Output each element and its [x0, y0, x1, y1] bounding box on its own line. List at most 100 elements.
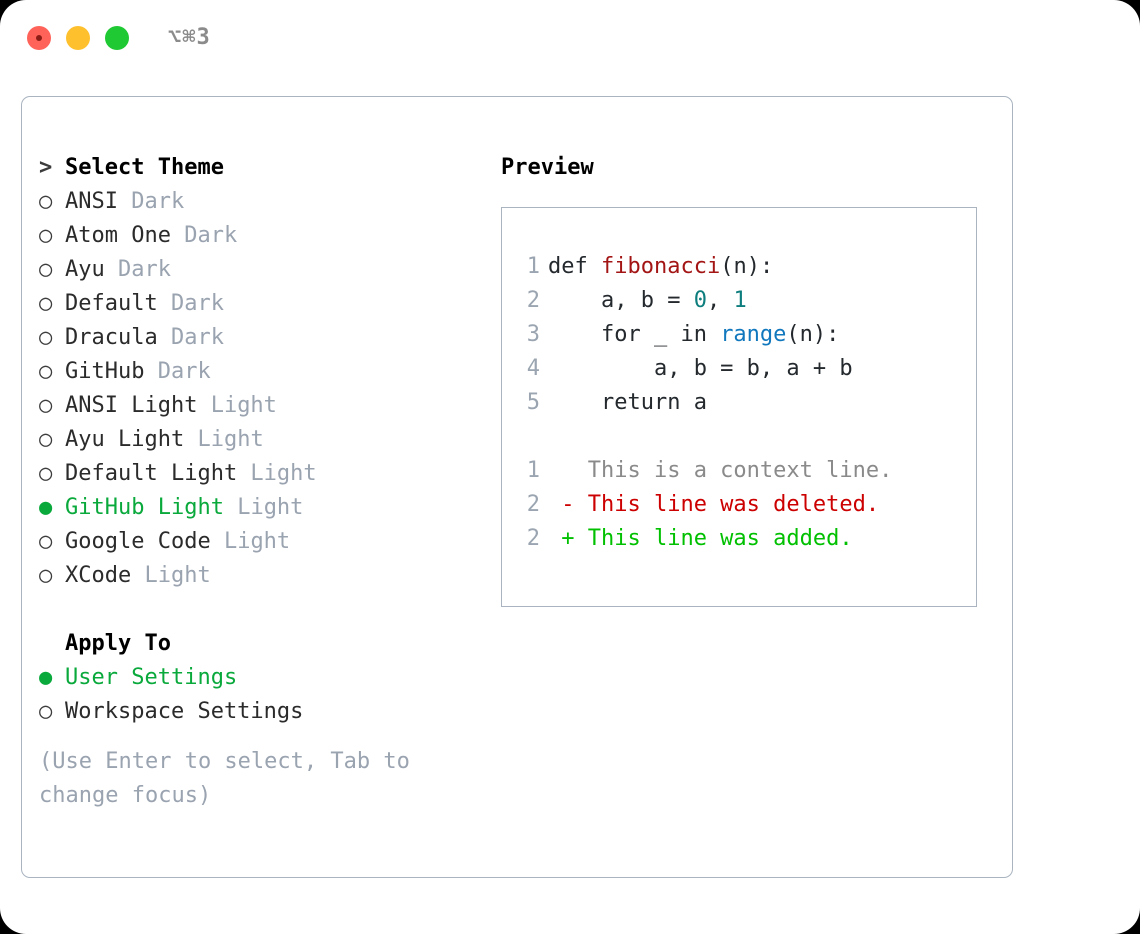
theme-list-item[interactable]: ○ Atom One Dark: [39, 219, 469, 253]
diff-text: + This line was added.: [548, 526, 853, 551]
code-line: 2 a, b = 0, 1: [516, 284, 976, 318]
theme-name-label: Default: [65, 291, 158, 316]
line-number: 3: [526, 322, 540, 347]
diff-line: 1 This is a context line.: [516, 454, 976, 488]
theme-name-label: Ayu Light: [65, 427, 185, 452]
line-number: 2: [526, 492, 540, 517]
diff-text: - This line was deleted.: [548, 492, 880, 517]
apply-to-header: Apply To: [39, 627, 469, 661]
theme-name-label: Google Code: [65, 529, 211, 554]
theme-picker-column: >Select Theme ○ANSI Dark○Atom One Dark○A…: [39, 151, 469, 813]
apply-to-label: Workspace Settings: [65, 699, 304, 724]
radio-unselected-icon: ○: [39, 699, 53, 724]
radio-unselected-icon: ○: [39, 461, 53, 486]
theme-list-item[interactable]: ○ Dracula Dark: [39, 321, 469, 355]
diff-line: 2 - This line was deleted.: [516, 488, 976, 522]
minimize-icon[interactable]: [66, 26, 90, 50]
close-icon-dot: [36, 35, 42, 41]
theme-list: ○ANSI Dark○Atom One Dark○Ayu Dark○Defaul…: [39, 185, 469, 593]
line-number: 4: [526, 356, 540, 381]
theme-category-label: Light: [184, 427, 264, 452]
radio-unselected-icon: ○: [39, 529, 53, 554]
code-line: 4 a, b = b, a + b: [516, 352, 976, 386]
code-token: 1: [733, 288, 747, 313]
theme-category-label: Light: [210, 529, 291, 554]
radio-unselected-icon: ○: [39, 393, 53, 418]
theme-category-label: Light: [237, 461, 317, 486]
theme-category-label: Dark: [170, 223, 238, 248]
theme-picker-header-label: Select Theme: [65, 155, 224, 180]
theme-category-label: Dark: [104, 257, 171, 282]
title-bar: ⌥⌘3: [0, 0, 1140, 76]
radio-unselected-icon: ○: [39, 427, 53, 452]
apply-to-header-label: Apply To: [65, 631, 171, 656]
keyboard-shortcut-label: ⌥⌘3: [168, 25, 211, 50]
code-line: 5 return a: [516, 386, 976, 420]
theme-category-label: Dark: [157, 291, 224, 316]
code-token: a, b =: [548, 288, 694, 313]
apply-to-item[interactable]: ○ Workspace Settings: [39, 695, 469, 729]
theme-picker-header: > Select Theme: [39, 151, 469, 185]
theme-list-item[interactable]: ○ Google Code Light: [39, 525, 469, 559]
radio-unselected-icon: ○: [39, 223, 53, 248]
code-token: def: [548, 254, 601, 279]
code-token: (n):: [786, 322, 840, 347]
line-number: 2: [526, 526, 540, 551]
theme-name-label: XCode: [65, 563, 132, 588]
theme-name-label: GitHub: [65, 359, 145, 384]
radio-unselected-icon: ○: [39, 189, 53, 214]
theme-name-label: Ayu: [65, 257, 105, 282]
theme-name-label: Dracula: [65, 325, 158, 350]
prompt-caret-icon: >: [39, 155, 53, 180]
theme-list-item[interactable]: ○ XCode Light: [39, 559, 469, 593]
code-token: ,: [706, 288, 734, 313]
theme-list-item[interactable]: ○ Default Dark: [39, 287, 469, 321]
section-spacer: [39, 593, 469, 627]
radio-unselected-icon: ○: [39, 563, 53, 588]
theme-list-item[interactable]: ○ANSI Dark: [39, 185, 469, 219]
line-number: 5: [526, 390, 540, 415]
code-token: for _ in: [548, 322, 721, 347]
code-token: range: [720, 322, 787, 347]
radio-unselected-icon: ○: [39, 325, 53, 350]
apply-to-item[interactable]: ●User Settings: [39, 661, 469, 695]
diff-line: 2 + This line was added.: [516, 522, 976, 556]
theme-name-label: ANSI Light: [65, 393, 198, 418]
preview-title: Preview: [501, 155, 594, 180]
radio-selected-icon: ●: [39, 495, 53, 520]
theme-name-label: Default Light: [65, 461, 238, 486]
theme-category-label: Dark: [117, 189, 185, 214]
theme-list-item[interactable]: ● GitHub Light Light: [39, 491, 469, 525]
theme-list-item[interactable]: ○Ayu Dark: [39, 253, 469, 287]
theme-list-item[interactable]: ○ANSI Light Light: [39, 389, 469, 423]
keyboard-hint-text: (Use Enter to select, Tab to change focu…: [39, 749, 410, 808]
apply-to-list: ●User Settings ○ Workspace Settings: [39, 661, 469, 729]
code-token: fibonacci: [600, 254, 721, 279]
theme-category-label: Light: [223, 495, 304, 520]
theme-list-item[interactable]: ○ Default Light Light: [39, 457, 469, 491]
radio-unselected-icon: ○: [39, 291, 53, 316]
code-token: return a: [548, 390, 707, 415]
theme-list-item[interactable]: ○ Ayu Light Light: [39, 423, 469, 457]
maximize-icon[interactable]: [105, 26, 129, 50]
theme-name-label: GitHub Light: [65, 495, 224, 520]
theme-list-item[interactable]: ○ GitHub Dark: [39, 355, 469, 389]
theme-category-label: Dark: [157, 325, 224, 350]
code-token: 0: [693, 288, 707, 313]
code-token: a, b = b, a + b: [548, 356, 853, 381]
theme-category-label: Dark: [144, 359, 211, 384]
diff-text: This is a context line.: [548, 458, 893, 483]
code-line: 3 for _ in range(n):: [516, 318, 976, 352]
diff-sample: 1 This is a context line.2 - This line w…: [516, 454, 976, 556]
main-panel: >Select Theme ○ANSI Dark○Atom One Dark○A…: [21, 96, 1013, 878]
radio-unselected-icon: ○: [39, 359, 53, 384]
theme-category-label: Light: [131, 563, 211, 588]
line-number: 2: [526, 288, 540, 313]
preview-gap: [516, 420, 976, 454]
radio-selected-icon: ●: [39, 665, 53, 690]
theme-name-label: Atom One: [65, 223, 171, 248]
